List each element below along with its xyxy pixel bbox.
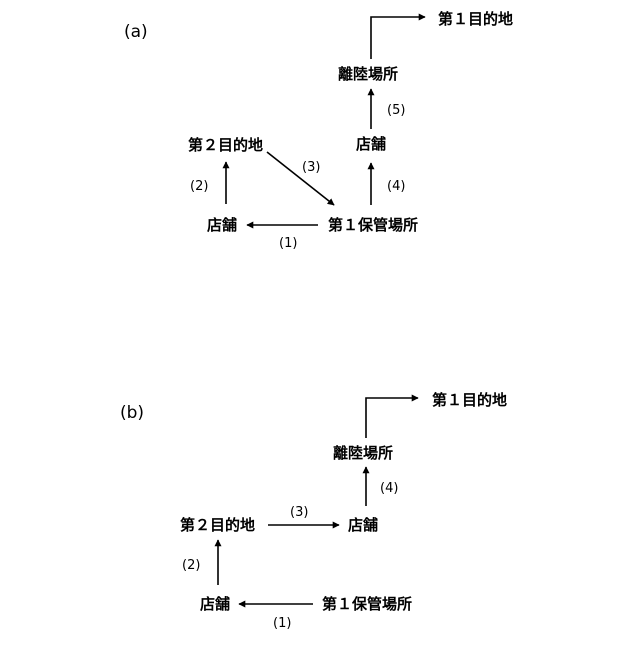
node-departure-site: 離陸場所	[338, 65, 398, 83]
node-store-left: 店舗	[200, 595, 230, 613]
node-second-destination: 第２目的地	[180, 516, 255, 534]
edge-1-label: (1)	[273, 616, 291, 631]
node-first-storage: 第１保管場所	[322, 595, 412, 613]
panel-label-a: (a)	[124, 22, 148, 42]
node-first-storage: 第１保管場所	[328, 216, 418, 234]
edge-departure-to-destination-arrow	[366, 398, 418, 438]
edge-2-label: (2)	[182, 558, 200, 573]
node-store-right: 店舗	[356, 135, 386, 153]
edge-3-arrow	[267, 152, 334, 205]
edge-5-label: (5)	[387, 103, 405, 118]
panel-label-b: (b)	[120, 403, 144, 423]
edge-3-label: (3)	[290, 505, 308, 520]
node-second-destination: 第２目的地	[188, 136, 263, 154]
edge-1-label: (1)	[279, 236, 297, 251]
edge-4-label: (4)	[387, 179, 405, 194]
node-departure-site: 離陸場所	[333, 444, 393, 462]
node-first-destination: 第１目的地	[432, 391, 507, 409]
edge-2-label: (2)	[190, 179, 208, 194]
diagram-b: (b) 第１目的地 離陸場所 店舗 第２目的地 第１保管場所 店舗 (1) (2…	[120, 391, 507, 631]
node-first-destination: 第１目的地	[438, 10, 513, 28]
edge-4-label: (4)	[380, 481, 398, 496]
node-store-left: 店舗	[207, 216, 237, 234]
edge-3-label: (3)	[302, 160, 320, 175]
edge-departure-to-destination-arrow	[371, 17, 425, 59]
diagram-a: (a) 第１目的地 離陸場所 店舗 第２目的地 第１保管場所 店舗 (1) (2…	[124, 10, 513, 251]
node-store-right: 店舗	[348, 516, 378, 534]
